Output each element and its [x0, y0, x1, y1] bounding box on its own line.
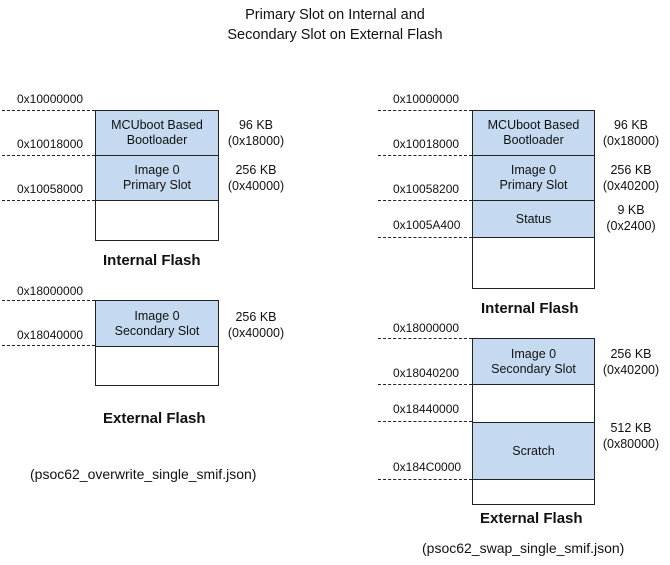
- region-size: 256 KB (0x40000): [224, 162, 288, 194]
- address-label: 0x18040200: [393, 366, 460, 380]
- boundary-dashed-line: [2, 200, 95, 201]
- region-size: 256 KB (0x40200): [599, 162, 663, 194]
- address-label: 0x10018000: [393, 137, 460, 151]
- flash-memory-box: Image 0 Secondary Slot: [95, 300, 219, 386]
- boundary-dashed-line: [378, 155, 472, 156]
- region-size: 256 KB (0x40200): [599, 346, 663, 378]
- region-label: Scratch: [512, 443, 555, 458]
- size-hex-label: (0x18000): [602, 134, 660, 148]
- region-size: 96 KB (0x18000): [224, 117, 288, 149]
- boundary-dashed-line: [2, 110, 95, 111]
- address-label: 0x10058000: [17, 182, 84, 196]
- size-hex-label: (0x40200): [602, 179, 660, 193]
- scratch-region: Scratch: [473, 422, 594, 480]
- region-label: Secondary Slot: [491, 361, 576, 376]
- flash-caption: External Flash: [103, 410, 206, 427]
- primary-slot-region: Image 0 Primary Slot: [473, 156, 594, 201]
- boundary-dashed-line: [378, 237, 472, 238]
- address-label: 0x10018000: [17, 137, 84, 151]
- size-label: 256 KB: [610, 347, 652, 361]
- flash-memory-box: MCUboot Based Bootloader Image 0 Primary…: [472, 110, 595, 289]
- region-size: 96 KB (0x18000): [599, 117, 663, 149]
- address-label: 0x10000000: [17, 92, 84, 106]
- address-label: 0x18440000: [393, 402, 460, 416]
- size-label: 256 KB: [610, 163, 652, 177]
- flash-caption: Internal Flash: [481, 300, 579, 317]
- region-size: 512 KB (0x80000): [599, 420, 663, 452]
- size-label: 256 KB: [235, 310, 277, 324]
- region-label: Image 0: [510, 163, 557, 177]
- boundary-dashed-line: [378, 200, 472, 201]
- region-label: Primary Slot: [499, 178, 568, 192]
- size-hex-label: (0x40200): [602, 363, 660, 377]
- size-label: 96 KB: [613, 118, 649, 132]
- flash-caption: Internal Flash: [103, 252, 201, 269]
- status-region: Status: [473, 201, 594, 238]
- region-label: Bootloader: [126, 133, 188, 147]
- region-label: Bootloader: [503, 133, 564, 147]
- config-file-note: (psoc62_swap_single_smif.json): [422, 540, 625, 556]
- address-label: 0x18040000: [17, 328, 84, 342]
- boundary-dashed-line: [2, 345, 95, 346]
- size-hex-label: (0x40000): [227, 326, 285, 340]
- bootloader-region: MCUboot Based Bootloader: [96, 111, 218, 156]
- region-label: Secondary Slot: [114, 323, 200, 338]
- address-label: 0x18000000: [17, 284, 84, 298]
- primary-slot-region: Image 0 Primary Slot: [96, 156, 218, 201]
- size-hex-label: (0x18000): [227, 134, 285, 148]
- flash-memory-box: Image 0 Secondary Slot Scratch: [472, 338, 595, 505]
- size-label: 512 KB: [610, 421, 652, 435]
- size-hex-label: (0x40000): [227, 179, 285, 193]
- address-label: 0x10058200: [393, 182, 460, 196]
- region-size: 9 KB (0x2400): [599, 202, 663, 234]
- flash-caption: External Flash: [480, 510, 583, 527]
- region-label: Image 0: [510, 346, 557, 361]
- title-line-1: Primary Slot on Internal and: [245, 7, 425, 23]
- boundary-dashed-line: [378, 338, 472, 339]
- region-label: Image 0: [134, 163, 180, 177]
- size-label: 256 KB: [235, 163, 277, 177]
- region-label: Status: [515, 211, 552, 226]
- address-label: 0x18000000: [393, 321, 460, 335]
- address-label: 0x1005A400: [393, 218, 461, 232]
- boundary-dashed-line: [2, 155, 95, 156]
- title-line-2: Secondary Slot on External Flash: [227, 27, 443, 43]
- region-label: Image 0: [134, 308, 180, 323]
- flash-memory-box: MCUboot Based Bootloader Image 0 Primary…: [95, 110, 219, 241]
- region-label: MCUboot Based: [111, 118, 203, 132]
- bootloader-region: MCUboot Based Bootloader: [473, 111, 594, 156]
- address-label: 0x10000000: [393, 92, 460, 106]
- boundary-dashed-line: [378, 421, 472, 422]
- region-label: MCUboot Based: [487, 118, 580, 132]
- boundary-dashed-line: [378, 384, 472, 385]
- secondary-slot-region: Image 0 Secondary Slot: [473, 339, 594, 385]
- config-file-note: (psoc62_overwrite_single_smif.json): [30, 466, 257, 482]
- size-hex-label: (0x80000): [602, 437, 660, 451]
- size-label: 9 KB: [617, 203, 645, 217]
- size-label: 96 KB: [238, 118, 274, 132]
- boundary-dashed-line: [2, 300, 95, 301]
- diagram-title: Primary Slot on Internal and Secondary S…: [0, 5, 670, 45]
- boundary-dashed-line: [378, 110, 472, 111]
- secondary-slot-region: Image 0 Secondary Slot: [96, 301, 218, 347]
- boundary-dashed-line: [378, 479, 472, 480]
- region-label: Primary Slot: [122, 178, 192, 192]
- address-label: 0x184C0000: [393, 460, 462, 474]
- size-hex-label: (0x2400): [606, 219, 656, 233]
- region-size: 256 KB (0x40000): [224, 309, 288, 341]
